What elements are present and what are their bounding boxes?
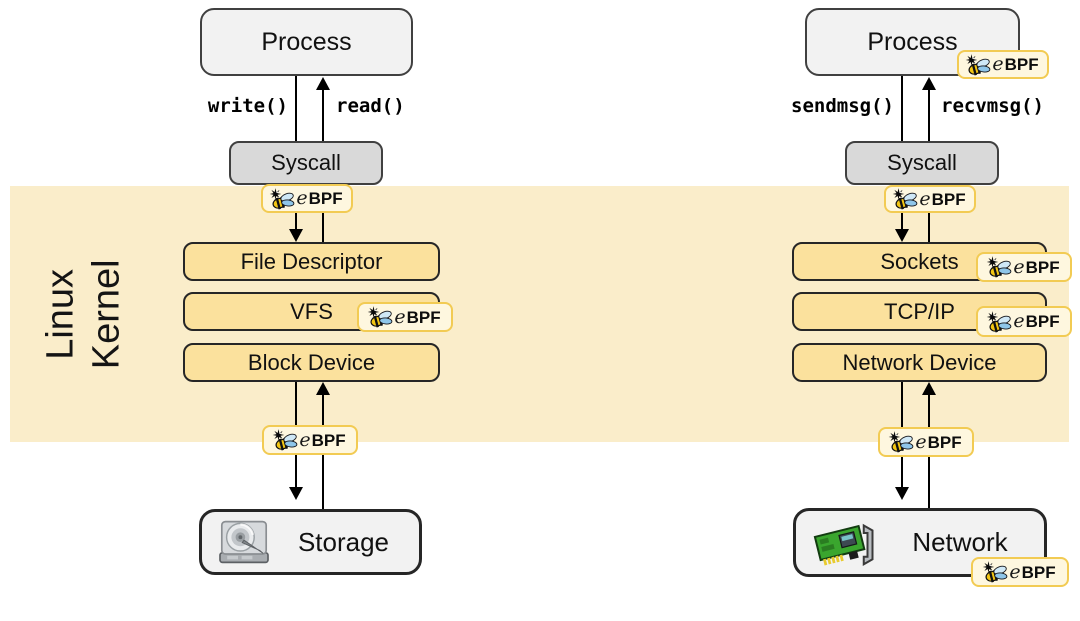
ebpf-bpf-label: BPF: [311, 430, 346, 450]
recvmsg-call-label: recvmsg(): [941, 95, 1044, 117]
ebpf-e-label: e: [1009, 560, 1021, 583]
ebpf-bpf-label: BPF: [1025, 312, 1060, 331]
ebpf-bpf-label: BPF: [927, 432, 962, 452]
layer-label-vfs: VFS: [290, 298, 333, 324]
layer-label-tcpip: TCP/IP: [884, 298, 955, 324]
write-arrow-line: [295, 76, 297, 142]
ebpf-e-label: e: [992, 53, 1004, 75]
read-arrow-line: [322, 89, 324, 142]
ebpf-badge-tcpip: e BPF: [976, 306, 1072, 337]
ebpf-e-label: e: [919, 187, 931, 210]
syscall-box-right: Syscall: [845, 141, 999, 185]
ebpf-badge-process-right: e BPF: [957, 50, 1049, 79]
ebpf-bee-icon: [986, 256, 1012, 278]
linux-kernel-label: Linux Kernel: [14, 186, 154, 442]
sendmsg-arrow-line: [901, 76, 903, 142]
recvmsg-arrow-line: [928, 89, 930, 142]
ebpf-badge-network-device: e BPF: [878, 427, 974, 457]
ebpf-badge-sockets: e BPF: [976, 252, 1072, 282]
ebpf-bee-icon: [965, 54, 991, 76]
ebpf-bee-icon: [982, 561, 1008, 583]
syscall-label-left: Syscall: [271, 150, 341, 175]
ebpf-bpf-label: BPF: [308, 189, 343, 208]
ebpf-bpf-label: BPF: [1004, 55, 1039, 74]
layer-box-block-device: Block Device: [183, 343, 440, 382]
ebpf-bpf-label: BPF: [406, 307, 441, 327]
layer-label-file-descriptor: File Descriptor: [240, 248, 383, 274]
ebpf-badge-block-device: e BPF: [262, 425, 358, 455]
syscall-label-right: Syscall: [887, 150, 957, 175]
ebpf-bee-icon: [892, 188, 918, 210]
storage-box: Storage: [199, 509, 422, 575]
syscall-up-line-left: [322, 185, 324, 242]
recvmsg-arrowhead: [922, 77, 936, 90]
layer-label-block-device: Block Device: [247, 349, 376, 375]
ebpf-bpf-label: BPF: [1021, 562, 1056, 582]
layer-label-sockets: Sockets: [880, 248, 959, 274]
ebpf-bee-icon: [986, 311, 1012, 333]
syscall-down-arrowhead-right: [895, 229, 909, 242]
write-call-label: write(): [207, 95, 288, 117]
ebpf-bee-icon: [269, 188, 295, 210]
layer-box-network-device: Network Device: [792, 343, 1047, 382]
ebpf-badge-syscall-right: e BPF: [884, 185, 976, 213]
layer-box-file-descriptor: File Descriptor: [183, 242, 440, 281]
block-up-arrowhead: [316, 382, 330, 395]
network-card-icon: [810, 518, 880, 568]
ebpf-bpf-label: BPF: [931, 189, 966, 209]
ebpf-bee-icon: [272, 429, 298, 451]
kernel-label-line1: Linux: [39, 268, 82, 360]
netdev-up-arrowhead: [922, 382, 936, 395]
kernel-label-line2: Kernel: [86, 259, 128, 369]
ebpf-badge-network: e BPF: [971, 557, 1069, 587]
syscall-box-left: Syscall: [229, 141, 383, 185]
read-arrowhead: [316, 77, 330, 90]
ebpf-e-label: e: [296, 187, 308, 209]
process-label-left: Process: [261, 27, 352, 56]
ebpf-e-label: e: [299, 428, 311, 451]
hard-disk-icon: [216, 518, 272, 566]
ebpf-badge-syscall-left: e BPF: [261, 184, 353, 213]
process-box-right: Process: [805, 8, 1020, 76]
process-label-right: Process: [867, 27, 958, 56]
netdev-down-arrowhead: [895, 487, 909, 500]
syscall-up-line-right: [928, 185, 930, 242]
ebpf-bpf-label: BPF: [1025, 257, 1060, 277]
syscall-down-arrowhead-left: [289, 229, 303, 242]
ebpf-bee-icon: [367, 306, 393, 328]
ebpf-badge-vfs: e BPF: [357, 302, 453, 332]
ebpf-e-label: e: [394, 305, 406, 328]
block-down-arrowhead: [289, 487, 303, 500]
network-label: Network: [912, 527, 1008, 557]
layer-label-network-device: Network Device: [842, 349, 997, 375]
ebpf-e-label: e: [1013, 255, 1025, 278]
storage-label: Storage: [297, 526, 390, 557]
ebpf-e-label: e: [915, 430, 927, 453]
process-box-left: Process: [200, 8, 413, 76]
read-call-label: read(): [336, 95, 405, 117]
ebpf-bee-icon: [888, 431, 914, 453]
sendmsg-call-label: sendmsg(): [791, 95, 894, 117]
ebpf-e-label: e: [1013, 310, 1025, 332]
